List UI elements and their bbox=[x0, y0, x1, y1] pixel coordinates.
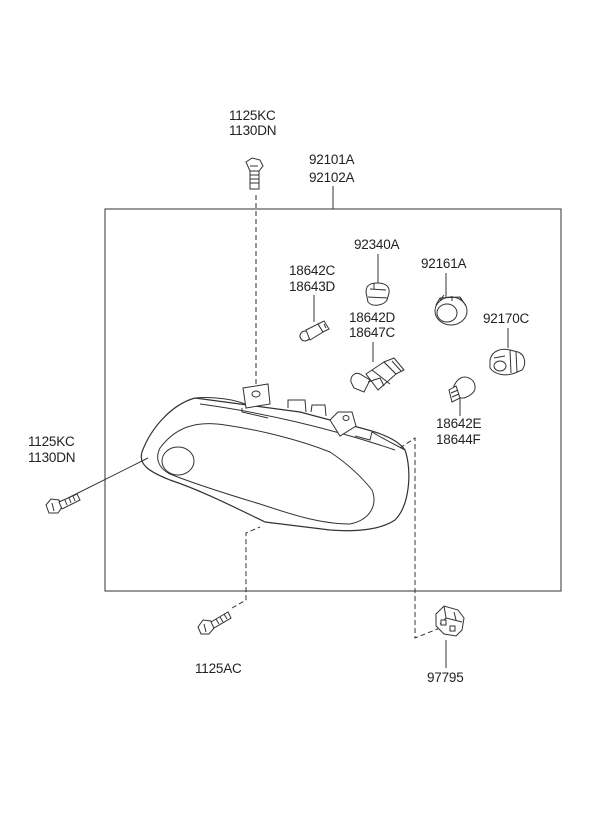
label-bulb-18642e: 18642E bbox=[436, 416, 482, 431]
bulb-icon bbox=[299, 320, 330, 342]
bulb-icon bbox=[350, 357, 405, 393]
label-assembly-2: 92102A bbox=[309, 170, 355, 185]
label-bolt-top-2: 1130DN bbox=[229, 123, 276, 138]
label-socket-92340a: 92340A bbox=[354, 237, 400, 252]
connector-icon bbox=[435, 605, 465, 637]
leader-bolt-left bbox=[67, 457, 149, 499]
label-bolt-bottom: 1125AC bbox=[195, 661, 242, 676]
dash-connector bbox=[399, 437, 441, 639]
hex-bolt-icon bbox=[245, 157, 264, 190]
label-bolt-left-1: 1125KC bbox=[28, 434, 75, 449]
label-connector: 97795 bbox=[427, 670, 464, 685]
hex-bolt-icon bbox=[197, 611, 232, 635]
label-socket-92170c: 92170C bbox=[483, 311, 530, 326]
bulb-socket-icon bbox=[489, 348, 526, 376]
label-bulb-18644f: 18644F bbox=[436, 432, 481, 447]
label-assembly-1: 92101A bbox=[309, 152, 355, 167]
dash-bottom-bolt bbox=[231, 526, 261, 609]
label-bulb-18643d: 18643D bbox=[289, 279, 336, 294]
label-bolt-left-2: 1130DN bbox=[28, 450, 75, 465]
label-bulb-18647c: 18647C bbox=[349, 325, 396, 340]
headlamp-housing-icon bbox=[140, 383, 410, 532]
label-bolt-top-1: 1125KC bbox=[229, 108, 276, 123]
hex-bolt-icon bbox=[45, 493, 81, 514]
label-socket-92161a: 92161A bbox=[421, 256, 467, 271]
bulb-icon bbox=[448, 376, 476, 403]
label-bulb-18642c: 18642C bbox=[289, 263, 336, 278]
bulb-socket-icon bbox=[365, 282, 390, 306]
bulb-socket-icon bbox=[434, 294, 468, 326]
label-bulb-18642d: 18642D bbox=[349, 310, 396, 325]
